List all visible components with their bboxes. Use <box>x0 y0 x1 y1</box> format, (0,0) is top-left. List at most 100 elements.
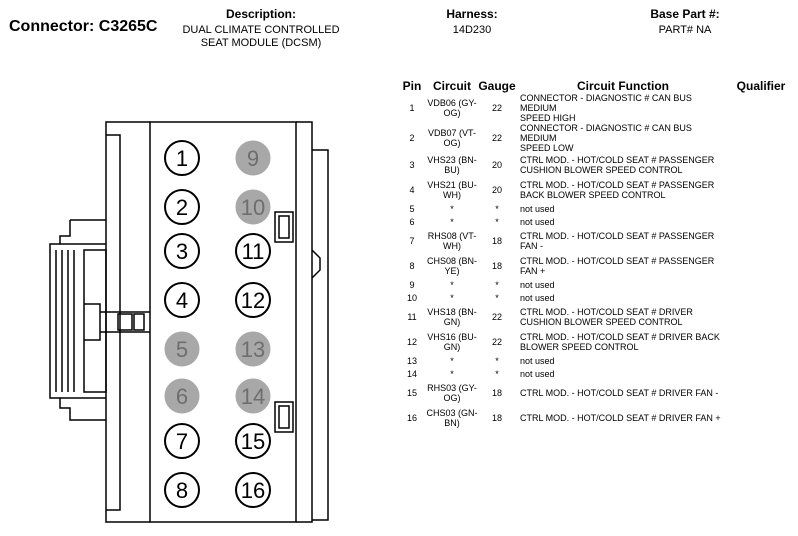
cell-circuit: * <box>426 292 478 306</box>
cell-circuit-line: OG) <box>443 393 461 404</box>
cell-circuit-line: VDB07 (VT- <box>427 128 476 138</box>
cell-qualifier <box>730 278 792 292</box>
cell-circuit-line: * <box>450 203 454 214</box>
pin-number: 13 <box>241 337 265 362</box>
pin-cavity-5: 5 <box>164 331 200 367</box>
cell-circuit-function-line: CTRL MOD. - HOT/COLD SEAT # PASSENGER <box>520 179 715 190</box>
pin-number: 16 <box>241 478 265 503</box>
cell-circuit-function-line: CONNECTOR - DIAGNOSTIC # CAN BUS MEDIUM <box>520 123 692 143</box>
cell-circuit-function-line: SPEED LOW <box>520 143 574 153</box>
harness-block: Harness: 14D230 <box>430 7 514 37</box>
cell-circuit-function-line: CTRL MOD. - HOT/COLD SEAT # DRIVER <box>520 307 693 318</box>
harness-value: 14D230 <box>452 24 492 36</box>
pin-number: 5 <box>176 337 188 362</box>
cell-gauge: 22 <box>491 336 502 347</box>
pin-number: 2 <box>176 195 188 220</box>
cell-circuit-line: BU) <box>444 165 460 176</box>
cell-circuit-line: VHS23 (BN- <box>427 155 477 166</box>
pin-circle <box>164 140 200 176</box>
cell-qualifier <box>730 254 792 279</box>
connector-title: Connector: C3265C <box>9 18 158 35</box>
pin-cavity-13: 13 <box>235 331 271 367</box>
cell-circuit-function-line: CTRL MOD. - HOT/COLD SEAT # PASSENGER <box>520 231 715 242</box>
base-part-value: PART# NA <box>658 24 712 36</box>
pin-cavity-11: 11 <box>235 233 271 269</box>
cell-circuit-function-line: BLOWER SPEED CONTROL <box>520 341 639 352</box>
cell-pin: 4 <box>409 184 415 195</box>
pin-number: 6 <box>176 384 188 409</box>
cell-gauge: 18 <box>491 412 502 423</box>
pin-number: 12 <box>241 288 265 313</box>
pin-cavity-3: 3 <box>164 233 200 269</box>
pin-circle <box>235 189 271 225</box>
cell-qualifier <box>730 330 792 355</box>
pin-circle <box>235 378 271 414</box>
cell-circuit-line: VDB06 (GY- <box>427 98 477 108</box>
cell-circuit-function-line: not used <box>520 203 555 214</box>
pin-cavity-8: 8 <box>164 472 200 508</box>
pin-cavity-1: 1 <box>164 140 200 176</box>
cell-pin: 16 <box>406 412 417 423</box>
pin-number: 1 <box>176 146 188 171</box>
pin-circle <box>235 140 271 176</box>
pin-number: 3 <box>176 239 188 264</box>
cell-gauge: * <box>495 355 499 366</box>
header-circuit-function: Circuit Function <box>577 79 669 93</box>
description-label: Description: <box>225 7 296 21</box>
cell-circuit: CHS03 (GN-BN) <box>426 406 478 431</box>
cell-qualifier <box>730 93 792 123</box>
harness-label: Harness: <box>446 7 498 21</box>
base-part-block: Base Part #: PART# NA <box>630 7 740 37</box>
cell-circuit-line: OG) <box>443 108 461 118</box>
cell-circuit-function-line: not used <box>520 293 555 304</box>
pin-cavity-4: 4 <box>164 282 200 318</box>
housing-body <box>149 121 297 523</box>
cell-circuit-function: not used <box>516 278 730 292</box>
pin-circle <box>235 472 271 508</box>
cell-circuit: * <box>426 202 478 216</box>
cell-circuit-line: YE) <box>444 265 460 276</box>
cell-qualifier <box>730 153 792 178</box>
cell-circuit-function-line: CTRL MOD. - HOT/COLD SEAT # DRIVER FAN + <box>520 412 721 423</box>
cell-circuit-line: * <box>450 355 454 366</box>
cell-gauge: 18 <box>491 236 502 247</box>
pin-circle <box>164 378 200 414</box>
cell-qualifier <box>730 178 792 203</box>
cell-circuit-function-line: FAN - <box>520 241 544 252</box>
cell-circuit: VDB06 (GY-OG) <box>426 93 478 123</box>
table-row: 9**not used <box>398 278 792 292</box>
pin-cavity-14: 14 <box>235 378 271 414</box>
cell-circuit-function-line: not used <box>520 279 555 290</box>
table-row: 13**not used <box>398 354 792 368</box>
cell-circuit-line: OG) <box>443 138 461 148</box>
pin-number: 14 <box>241 384 265 409</box>
cell-pin: 7 <box>409 236 415 247</box>
cell-circuit-line: * <box>450 369 454 380</box>
cell-circuit: RHS08 (VT-WH) <box>426 229 478 254</box>
cell-circuit-line: CHS03 (GN- <box>426 407 478 418</box>
cell-pin: 9 <box>409 279 415 290</box>
cell-gauge: * <box>495 217 499 228</box>
cell-circuit: * <box>426 368 478 382</box>
description-block: Description: DUAL CLIMATE CONTROLLED SEA… <box>170 7 352 50</box>
cell-circuit: VHS23 (BN-BU) <box>426 153 478 178</box>
pin-cavity-12: 12 <box>235 282 271 318</box>
cell-qualifier <box>730 381 792 406</box>
cell-pin: 14 <box>406 369 417 380</box>
cell-circuit-function-line: CTRL MOD. - HOT/COLD SEAT # PASSENGER <box>520 155 715 166</box>
cell-gauge: * <box>495 203 499 214</box>
cell-circuit-line: BN) <box>444 417 460 428</box>
cell-circuit-line: VHS16 (BU- <box>427 331 477 342</box>
cell-qualifier <box>730 368 792 382</box>
cell-circuit: VHS16 (BU-GN) <box>426 330 478 355</box>
cell-circuit-line: RHS08 (VT- <box>427 231 477 242</box>
